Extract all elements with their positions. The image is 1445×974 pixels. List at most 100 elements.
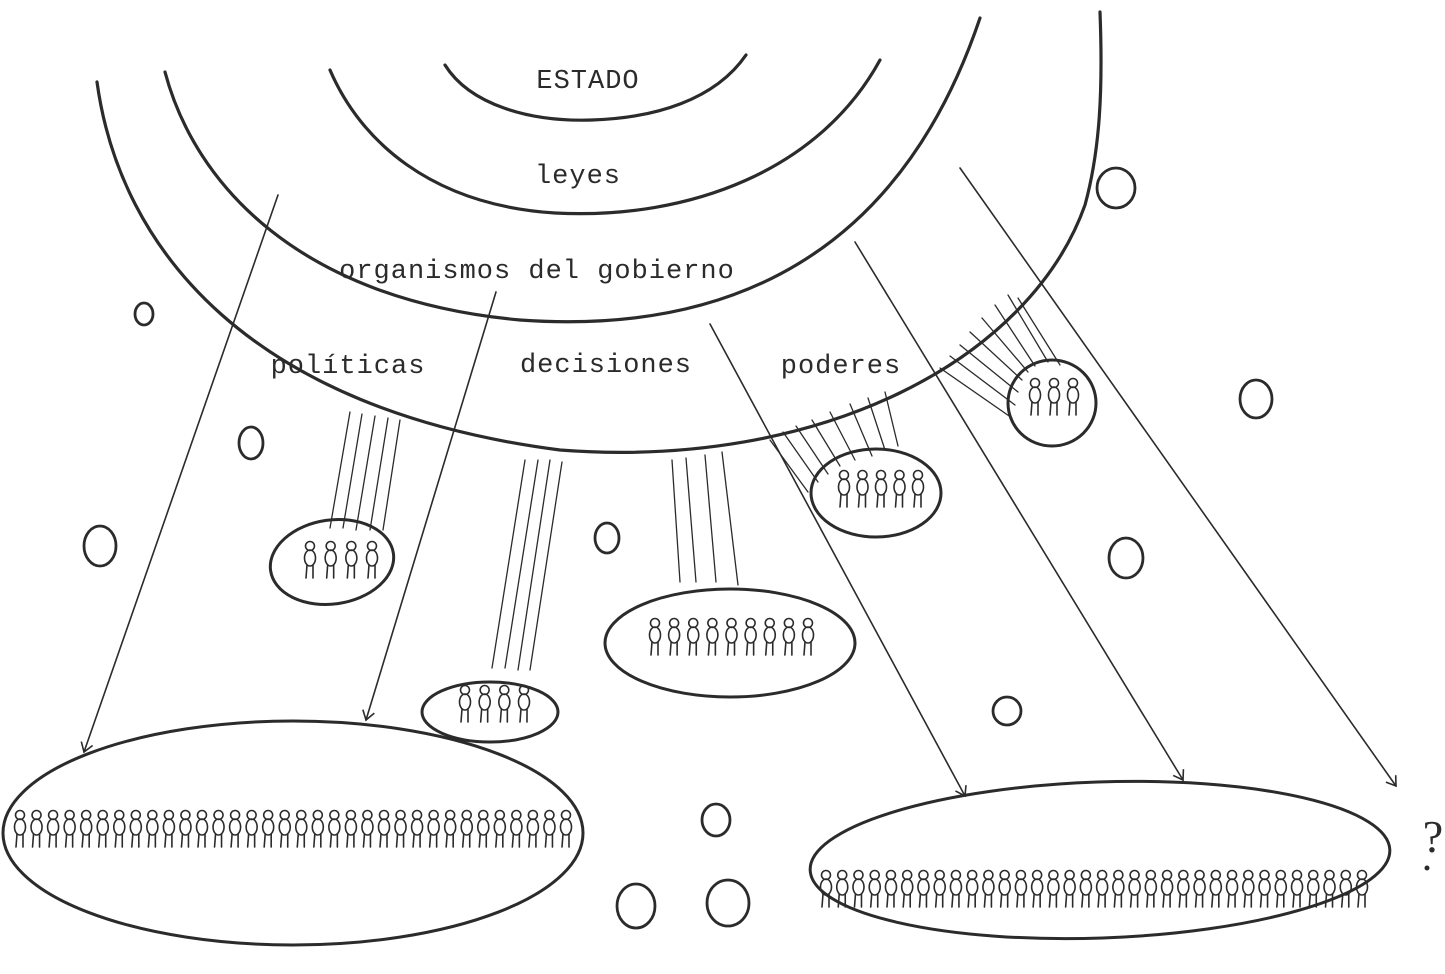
estado-label: ESTADO xyxy=(536,67,639,97)
group-right-top xyxy=(1030,379,1079,416)
scattered-circle xyxy=(1240,380,1272,418)
arrow-to-large-left-group xyxy=(84,195,278,752)
person-figure xyxy=(1129,871,1140,908)
person-figure xyxy=(857,471,868,508)
person-figure xyxy=(764,619,775,656)
person-figure xyxy=(544,811,555,848)
scattered-circle xyxy=(707,880,749,926)
person-figure xyxy=(246,811,257,848)
person-figure xyxy=(197,811,208,848)
person-figure xyxy=(180,811,191,848)
person-figure xyxy=(230,811,241,848)
person-figure xyxy=(329,811,340,848)
person-figure xyxy=(367,542,378,579)
person-figure xyxy=(15,811,26,848)
group-large-right xyxy=(821,871,1368,908)
group-small-middle xyxy=(460,686,530,723)
person-figure xyxy=(1275,871,1286,908)
person-figure xyxy=(64,811,75,848)
poderes-label: poderes xyxy=(781,352,901,382)
person-figure xyxy=(1259,871,1270,908)
person-figure xyxy=(1210,871,1221,908)
stream-small-left xyxy=(330,412,400,530)
person-figure xyxy=(1340,871,1351,908)
person-figure xyxy=(130,811,141,848)
person-figure xyxy=(707,619,718,656)
person-figure xyxy=(305,542,316,579)
stream-right-upper xyxy=(770,392,898,492)
scattered-circle xyxy=(135,303,153,325)
scattered-circle xyxy=(84,526,116,566)
person-figure xyxy=(745,619,756,656)
person-figure xyxy=(460,686,471,723)
scattered-circle xyxy=(1109,538,1143,578)
person-figure xyxy=(688,619,699,656)
person-figure xyxy=(1064,871,1075,908)
person-figure xyxy=(783,619,794,656)
person-figure xyxy=(1145,871,1156,908)
person-figure xyxy=(499,686,510,723)
person-figure xyxy=(803,619,814,656)
person-figure xyxy=(561,811,572,848)
decisiones-label: decisiones xyxy=(520,351,692,381)
person-figure xyxy=(445,811,456,848)
person-figure xyxy=(346,542,357,579)
arrow-to-large-right-group-2 xyxy=(855,242,1183,780)
person-figure xyxy=(999,871,1010,908)
group-medium-center xyxy=(650,619,814,656)
person-figure xyxy=(934,871,945,908)
person-figure xyxy=(81,811,92,848)
leyes-label: leyes xyxy=(535,162,621,192)
scattered-circle xyxy=(617,884,655,928)
scattered-circle xyxy=(595,523,619,553)
person-figure xyxy=(412,811,423,848)
person-figure xyxy=(147,811,158,848)
person-figure xyxy=(1178,871,1189,908)
person-figure xyxy=(379,811,390,848)
scattered-circle xyxy=(702,804,730,836)
group-small-left-blob xyxy=(265,512,399,612)
person-figure xyxy=(1015,871,1026,908)
person-figure xyxy=(511,811,522,848)
organismos-label: organismos del gobierno xyxy=(339,257,735,287)
group-large-right-blob xyxy=(807,772,1392,948)
person-figure xyxy=(1032,871,1043,908)
person-figure xyxy=(821,871,832,908)
person-figure xyxy=(362,811,373,848)
person-figure xyxy=(345,811,356,848)
group-small-middle-blob xyxy=(422,682,558,742)
person-figure xyxy=(885,871,896,908)
person-figure xyxy=(1068,379,1079,416)
person-figure xyxy=(726,619,737,656)
question-mark-dot xyxy=(1425,866,1430,871)
arrow-to-question xyxy=(960,168,1396,786)
person-figure xyxy=(837,871,848,908)
person-figure xyxy=(263,811,274,848)
person-figure xyxy=(950,871,961,908)
person-figure xyxy=(876,471,887,508)
person-figure xyxy=(1162,871,1173,908)
person-figure xyxy=(902,871,913,908)
person-figure xyxy=(1080,871,1091,908)
person-figure xyxy=(461,811,472,848)
scattered-circle xyxy=(239,427,263,459)
person-figure xyxy=(1113,871,1124,908)
person-figure xyxy=(1048,871,1059,908)
person-figure xyxy=(114,811,125,848)
stream-small-middle xyxy=(492,460,562,670)
person-figure xyxy=(1308,871,1319,908)
person-figure xyxy=(1049,379,1060,416)
group-large-left xyxy=(15,811,572,848)
person-figure xyxy=(31,811,42,848)
arrow-to-large-right-group xyxy=(710,324,965,796)
person-figure xyxy=(853,871,864,908)
person-figure xyxy=(1097,871,1108,908)
scattered-circle xyxy=(1097,168,1135,208)
person-figure xyxy=(650,619,661,656)
person-figure xyxy=(918,871,929,908)
person-figure xyxy=(1243,871,1254,908)
person-figure xyxy=(478,811,489,848)
group-right-upper xyxy=(839,471,924,508)
person-figure xyxy=(1030,379,1041,416)
